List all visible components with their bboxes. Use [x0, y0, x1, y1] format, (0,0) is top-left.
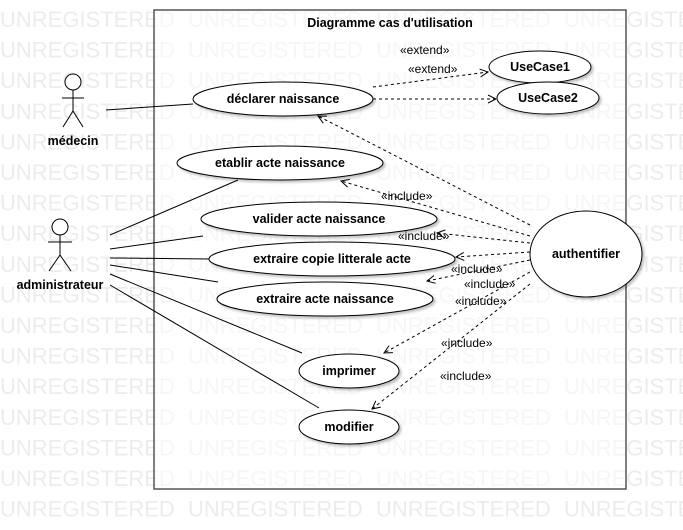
diagram-title: Diagramme cas d'utilisation	[307, 16, 473, 30]
use-case-declarer-naissance[interactable]: déclarer naissance	[192, 81, 374, 117]
include-arrow-etablir	[341, 181, 531, 237]
extend-label: «extend»	[400, 43, 450, 57]
include-label: «include»	[398, 229, 450, 243]
associations	[105, 103, 320, 409]
use-case-label: UseCase2	[518, 91, 578, 105]
include-label: «include»	[455, 294, 507, 308]
watermark-text: UNREGISTERED	[0, 374, 175, 399]
include-arrow-imprimer	[384, 271, 531, 353]
actor-head-icon	[64, 73, 82, 91]
use-case-extraire-acte-naissance[interactable]: extraire acte naissance	[216, 281, 434, 317]
use-case-extraire-copie-litterale-acte[interactable]: extraire copie litterale acte	[208, 241, 456, 277]
watermark-text: UNREGISTERED	[0, 160, 175, 185]
actor-medecin[interactable]: médecin	[48, 73, 99, 148]
watermark-text: UNREGISTERED	[0, 405, 175, 430]
association-admin-valider	[109, 235, 204, 250]
watermark-text: UNREGISTERED	[0, 435, 175, 460]
use-case-label: valider acte naissance	[253, 212, 386, 226]
use-case-label: etablir acte naissance	[215, 156, 345, 170]
actor-label: administrateur	[17, 278, 104, 292]
relation-labels: «extend» «extend» «include» «include» «i…	[381, 43, 516, 383]
use-case-label: authentifier	[552, 247, 620, 261]
use-case-imprimer[interactable]: imprimer	[298, 353, 400, 389]
use-case-valider-acte-naissance[interactable]: valider acte naissance	[200, 201, 438, 237]
association-admin-etablir	[109, 179, 239, 236]
watermark-text: UNREGISTERED	[188, 497, 363, 522]
watermark-text: UNREGISTERED	[0, 497, 175, 522]
association-admin-extraire-acte	[109, 264, 219, 283]
watermark-text: UNREGISTERED	[0, 466, 175, 491]
use-case-label: UseCase1	[510, 60, 570, 74]
include-label: «include»	[451, 262, 503, 276]
watermark-text: UNREGISTERED	[0, 38, 175, 63]
use-case-label: modifier	[324, 420, 373, 434]
include-label: «include»	[440, 369, 492, 383]
watermark-text: UNREGISTERED	[0, 221, 175, 246]
watermark-text: UNREGISTERED	[0, 7, 175, 32]
association-admin-modifier	[109, 284, 320, 409]
include-label: «include»	[441, 336, 493, 350]
watermark-text: UNREGISTERED	[0, 282, 175, 307]
watermark-text: UNREGISTERED	[0, 191, 175, 216]
use-case-label: extraire copie litterale acte	[253, 252, 411, 266]
use-case-etablir-acte-naissance[interactable]: etablir acte naissance	[176, 145, 384, 181]
use-case-authentifier[interactable]: authentifier	[529, 210, 643, 298]
use-case-label: imprimer	[322, 364, 376, 378]
actor-label: médecin	[48, 134, 99, 148]
extend-arrow-usecase1	[372, 72, 488, 88]
use-case-usecase1[interactable]: UseCase1	[488, 50, 592, 84]
include-arrow-declarer	[318, 116, 531, 226]
use-case-modifier[interactable]: modifier	[298, 409, 400, 445]
association-admin-extraire-copie	[109, 257, 211, 260]
dependencies	[318, 72, 531, 409]
watermark-text: UNREGISTERED	[0, 129, 175, 154]
extend-label: «extend»	[408, 62, 458, 76]
watermark-text: UNREGISTERED	[0, 313, 175, 338]
use-case-label: déclarer naissance	[227, 92, 340, 106]
watermark-text: UNREGISTERED	[376, 497, 551, 522]
association-admin-imprimer	[109, 273, 303, 354]
watermark-text: UNREGISTERED	[0, 68, 175, 93]
watermark-text: UNREGISTERED	[0, 252, 175, 277]
watermark-text: UNREGISTERED	[564, 497, 683, 522]
use-cases: déclarer naissance UseCase1 UseCase2 eta…	[176, 50, 643, 445]
include-arrow-extraire-copie	[456, 251, 531, 257]
include-label: «include»	[464, 277, 516, 291]
use-case-usecase2[interactable]: UseCase2	[496, 81, 600, 115]
actor-administrateur[interactable]: administrateur	[17, 218, 104, 292]
association-medecin-declarer	[105, 103, 194, 111]
watermark-text: UNREGISTERED	[0, 99, 175, 124]
use-case-label: extraire acte naissance	[256, 292, 394, 306]
include-label: «include»	[381, 189, 433, 203]
actor-head-icon	[51, 218, 69, 236]
watermark-text: UNREGISTERED	[0, 344, 175, 369]
